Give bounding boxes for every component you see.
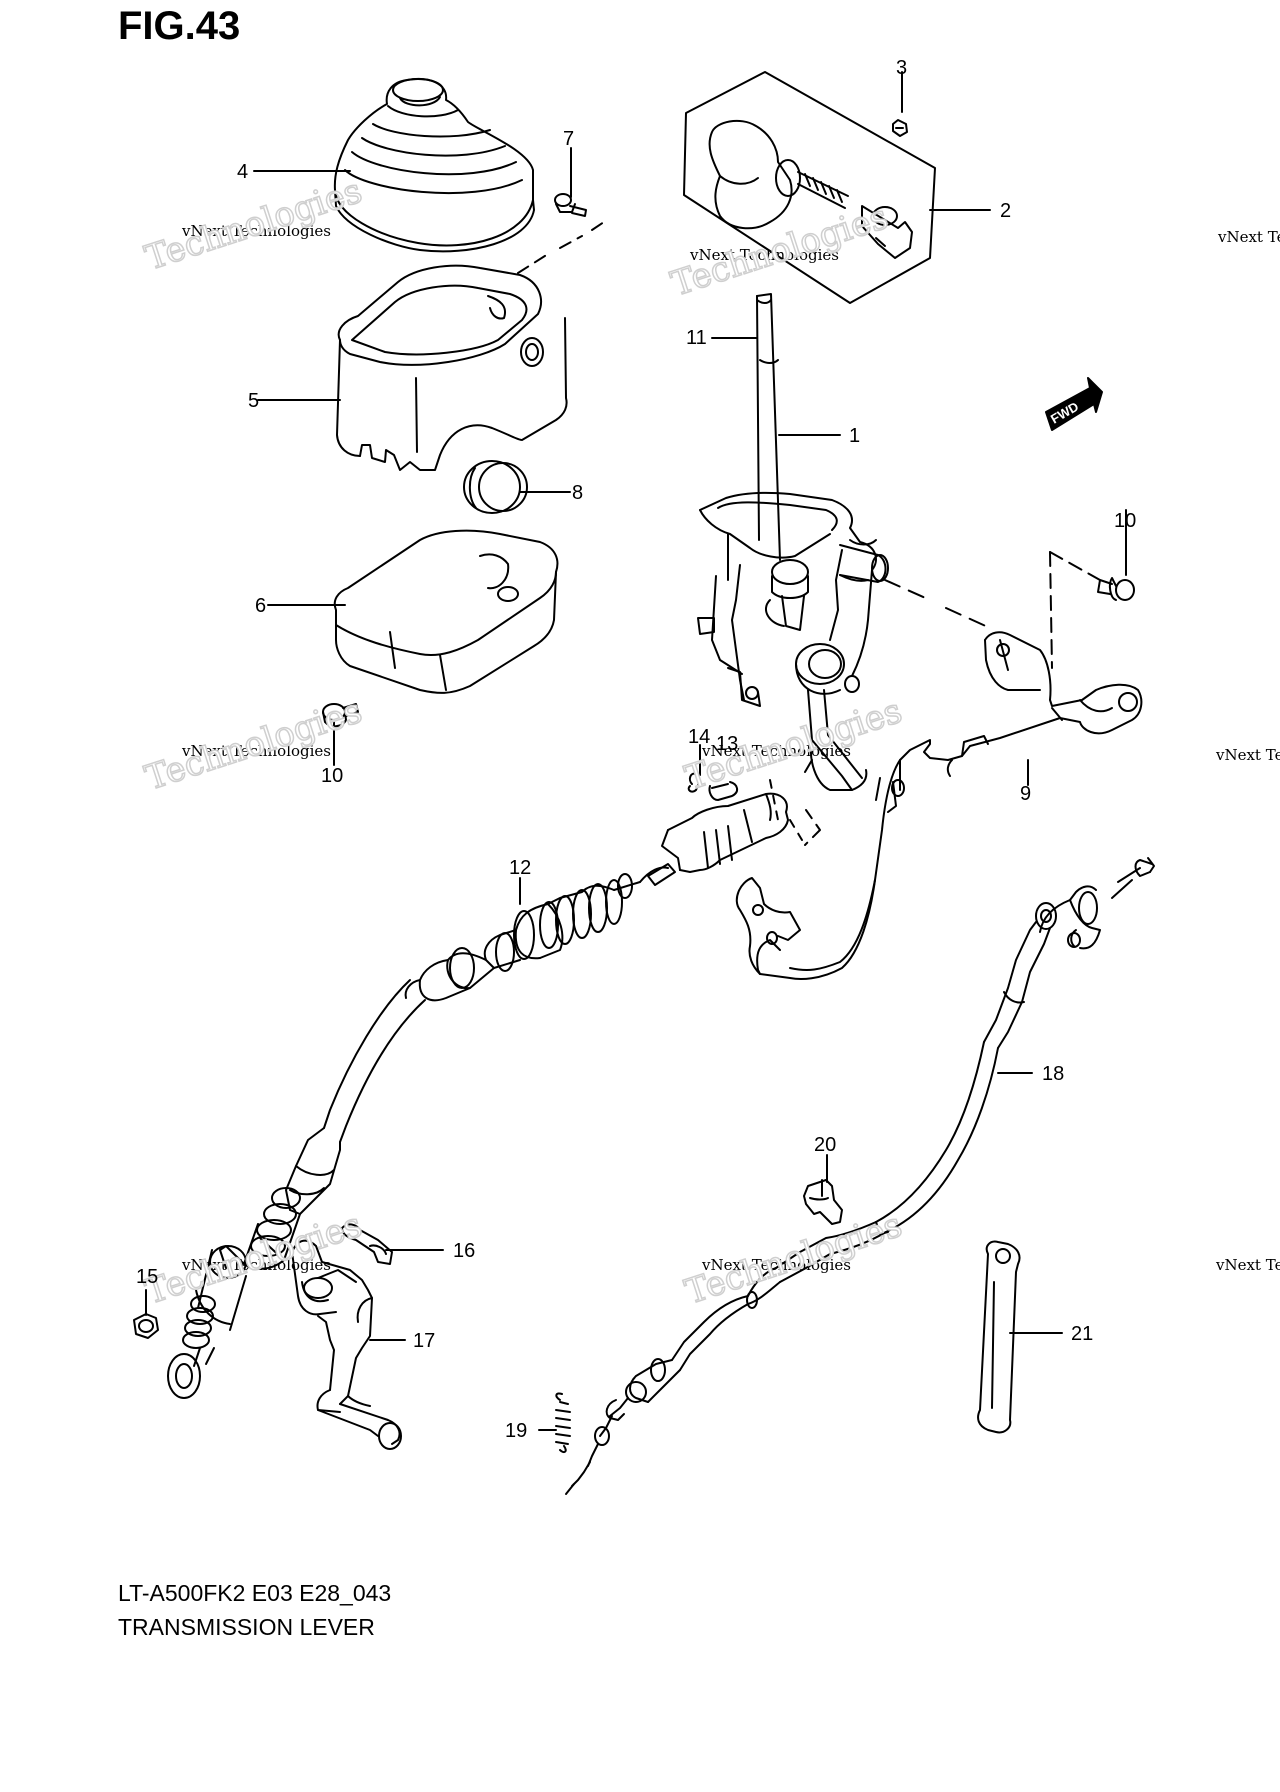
part-11-lever-rod — [756, 293, 781, 561]
callout-1: 1 — [849, 425, 860, 447]
part-8-grommet — [463, 460, 528, 514]
callout-14: 14 — [688, 726, 710, 748]
part-17-lever-arm — [291, 1239, 402, 1450]
watermark-overlay: Technologies — [140, 1205, 366, 1313]
part-4-boot — [333, 78, 535, 253]
part-14-pin — [687, 772, 701, 793]
leader-lines — [145, 71, 1127, 1431]
callout-16: 16 — [453, 1240, 475, 1262]
callout-10-right: 10 — [1114, 510, 1136, 532]
part-9-bracket — [735, 631, 1143, 980]
part-13-clip — [708, 781, 738, 801]
part-10-bolt-right — [1049, 551, 1135, 669]
callout-20: 20 — [814, 1134, 836, 1156]
leader-dash-7 — [517, 221, 605, 274]
watermark-text-edge: vNext Technologies — [1217, 228, 1280, 246]
callout-7: 7 — [563, 128, 574, 150]
watermark-text: vNext Technologies — [701, 1256, 851, 1274]
callout-13: 13 — [716, 733, 738, 755]
callout-19: 19 — [505, 1420, 527, 1442]
part-18-cable — [565, 857, 1155, 1495]
cable-joint — [639, 792, 789, 886]
callout-2: 2 — [1000, 200, 1011, 222]
part-20-clamp — [803, 1179, 843, 1225]
callout-10-left: 10 — [321, 765, 343, 787]
callout-4: 4 — [237, 161, 248, 183]
part-5-cover — [336, 264, 568, 471]
watermark-text-edge: vNext Technologies — [1215, 1256, 1280, 1274]
part-3-screw — [892, 119, 908, 137]
callout-12: 12 — [509, 857, 531, 879]
watermark-overlay: Technologies — [140, 171, 366, 279]
callout-17: 17 — [413, 1330, 435, 1352]
callout-21: 21 — [1071, 1323, 1093, 1345]
part-19-spring — [555, 1392, 571, 1454]
callout-9: 9 — [1020, 783, 1031, 805]
callout-15: 15 — [136, 1266, 158, 1288]
callout-3: 3 — [896, 57, 907, 79]
part-6-lower-cover — [333, 529, 559, 694]
model-code: LT-A500FK2 E03 E28_043 — [118, 1580, 392, 1606]
callout-11: 11 — [686, 327, 707, 349]
part-1-shift-bracket — [697, 491, 991, 846]
callout-8: 8 — [572, 482, 583, 504]
part-2-knob-assembly — [683, 71, 936, 304]
fwd-badge: FWD — [1045, 377, 1103, 431]
watermark-text: vNext Technologies — [181, 1256, 331, 1274]
part-7-bolt — [554, 193, 587, 217]
watermark-text-edge: vNext Technologies — [1215, 746, 1280, 764]
watermark-text: vNext Technologies — [689, 246, 839, 264]
part-21-strap — [977, 1240, 1021, 1434]
part-16-clip — [341, 1223, 393, 1265]
watermark-text: vNext Technologies — [181, 222, 331, 240]
part-12-shift-cable — [167, 873, 641, 1399]
diagram-caption: TRANSMISSION LEVER — [118, 1614, 375, 1640]
callout-6: 6 — [255, 595, 266, 617]
watermark-text: vNext Technologies — [701, 742, 851, 760]
part-15-nut — [133, 1313, 159, 1339]
callout-labels: 4 7 3 2 11 1 5 8 6 10 10 9 14 13 12 18 2… — [136, 57, 1136, 1442]
watermark-text: vNext Technologies — [181, 742, 331, 760]
callout-18: 18 — [1042, 1063, 1064, 1085]
figure-title: FIG.43 — [118, 4, 241, 48]
callout-5: 5 — [248, 390, 259, 412]
